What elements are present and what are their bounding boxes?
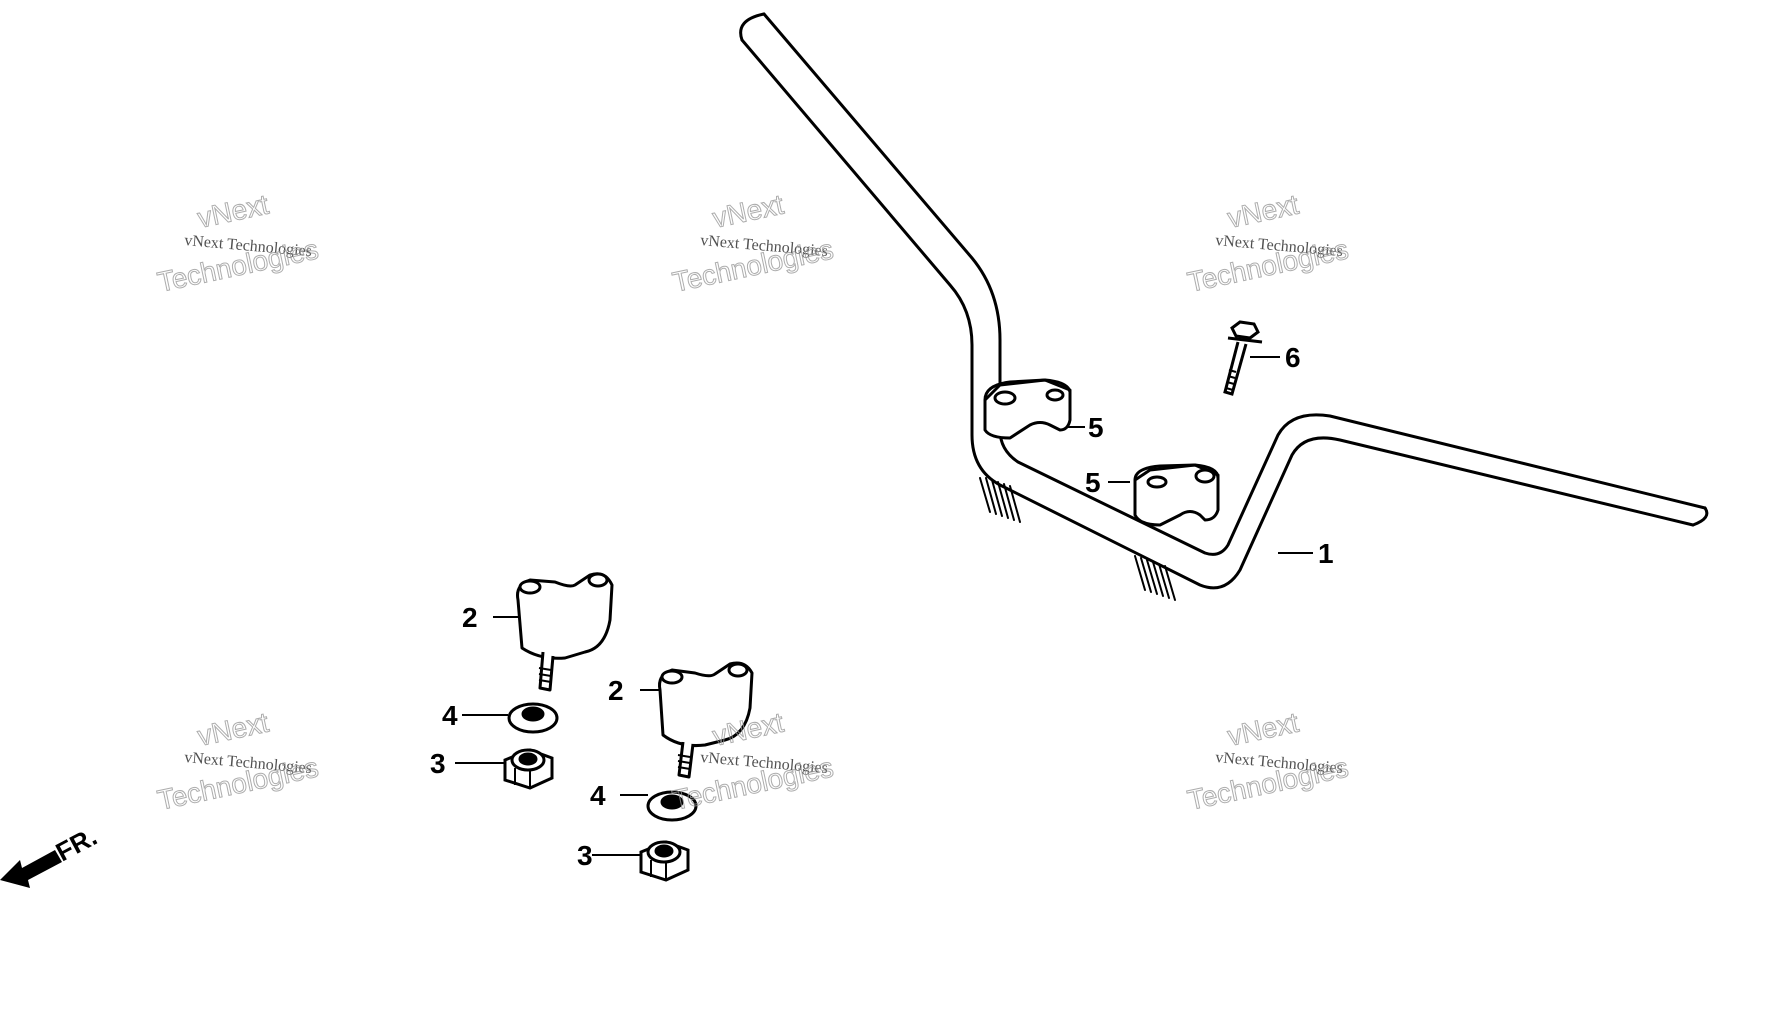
nut-left <box>503 748 554 790</box>
watermark-1: vNext vNext Technologies Technologies <box>154 188 321 298</box>
watermark-6: vNext vNext Technologies Technologies <box>1184 706 1351 816</box>
watermark-3: vNext vNext Technologies Technologies <box>1184 188 1351 298</box>
lower-holder-upper <box>516 572 614 692</box>
nut-right <box>639 840 690 882</box>
washer-right <box>646 790 698 822</box>
bolt <box>1223 320 1263 396</box>
callout-5-b: 5 <box>1085 467 1101 498</box>
watermark-2: vNext vNext Technologies Technologies <box>669 188 836 298</box>
callout-1: 1 <box>1318 538 1334 569</box>
upper-holder-b <box>1133 463 1220 527</box>
watermark-big-top: vNext <box>1225 189 1302 234</box>
lower-holder-lower <box>658 661 754 779</box>
callout-4-right: 4 <box>590 780 606 811</box>
leader-lines <box>455 356 1313 856</box>
callout-2-lower: 2 <box>608 675 624 706</box>
callout-2-upper: 2 <box>462 602 478 633</box>
watermark-big-top: vNext <box>195 189 272 234</box>
upper-holder-a <box>983 378 1072 440</box>
callout-3-left: 3 <box>430 748 446 779</box>
watermark-big-top: vNext <box>710 189 787 234</box>
callout-5-a: 5 <box>1088 412 1104 443</box>
front-arrow: FR. <box>0 821 102 888</box>
watermark-4: vNext vNext Technologies Technologies <box>154 706 321 816</box>
watermark-big-top: vNext <box>195 707 272 752</box>
handlebar <box>739 12 1709 601</box>
washer-left <box>507 702 559 734</box>
watermark-big-top: vNext <box>1225 707 1302 752</box>
front-arrow-icon <box>0 850 62 888</box>
callout-6: 6 <box>1285 342 1301 373</box>
callout-4-left: 4 <box>442 700 458 731</box>
callout-3-right: 3 <box>577 840 593 871</box>
